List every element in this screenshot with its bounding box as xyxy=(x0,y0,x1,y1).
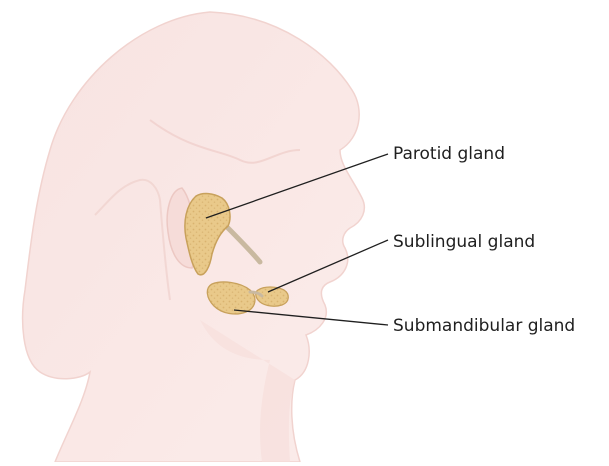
sublingual-gland-label: Sublingual gland xyxy=(393,234,535,251)
parotid-gland-label: Parotid gland xyxy=(393,146,505,163)
submandibular-gland-label: Submandibular gland xyxy=(393,318,575,335)
